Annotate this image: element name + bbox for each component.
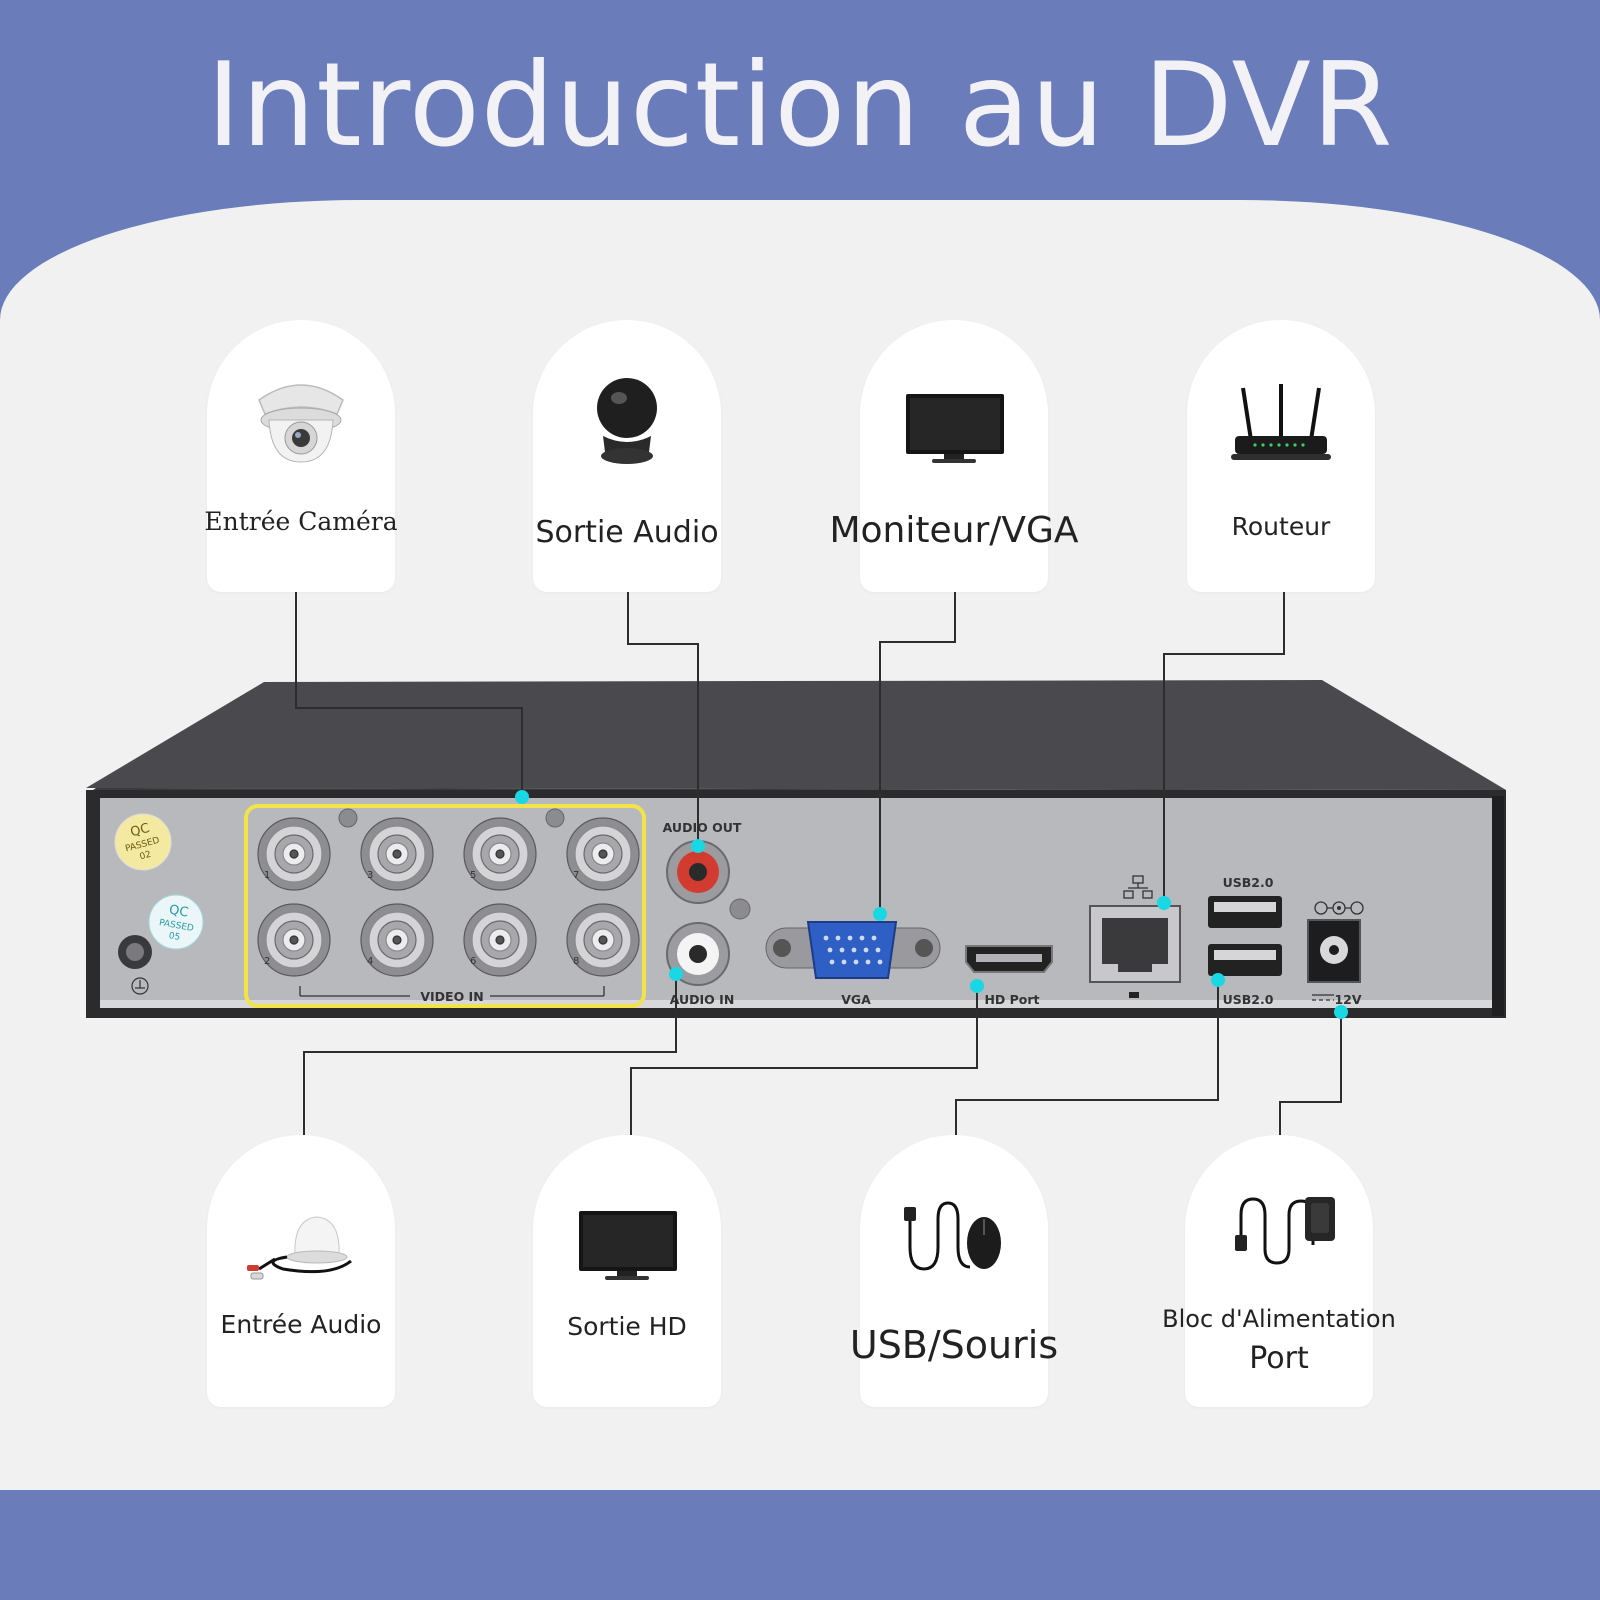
card-label: Sortie Audio: [535, 515, 719, 550]
card-monitor-vga: Moniteur/VGA: [829, 320, 1079, 592]
card-power-port: Bloc d'Alimentation Port: [1162, 1135, 1396, 1407]
usb-mouse-icon: [894, 1197, 1014, 1307]
card-usb-mouse: USB/Souris: [850, 1135, 1058, 1407]
bottom-band: [0, 1490, 1600, 1600]
card-camera-input: Entrée Caméra: [204, 320, 398, 592]
card-audio-output: Sortie Audio: [533, 320, 721, 592]
card-audio-input: Entrée Audio: [207, 1135, 395, 1407]
card-label: Moniteur/VGA: [829, 510, 1079, 551]
tv-icon: [567, 1195, 687, 1305]
card-label: Entrée Caméra: [204, 507, 398, 536]
card-label: USB/Souris: [849, 1323, 1059, 1367]
power-adapter-icon: [1219, 1191, 1339, 1301]
dome-camera-icon: [241, 370, 361, 480]
speaker-icon: [567, 370, 687, 480]
card-label: Sortie HD: [567, 1312, 687, 1341]
card-label: Bloc d'Alimentation: [1162, 1305, 1396, 1333]
page-title: Introduction au DVR: [206, 38, 1394, 173]
card-hd-output: Sortie HD: [533, 1135, 721, 1407]
monitor-icon: [894, 370, 1014, 480]
card-label-line2: Port: [1249, 1341, 1309, 1376]
microphone-icon: [241, 1197, 361, 1307]
card-router: Routeur: [1187, 320, 1375, 592]
router-icon: [1221, 370, 1341, 480]
card-label: Entrée Audio: [220, 1310, 382, 1339]
card-label: Routeur: [1231, 512, 1331, 541]
